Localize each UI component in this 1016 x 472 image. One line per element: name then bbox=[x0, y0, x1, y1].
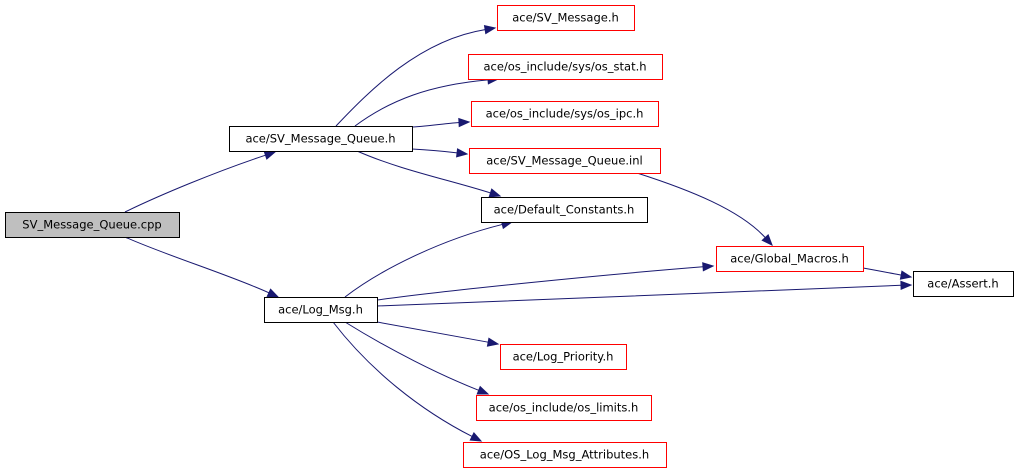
nodes-layer: SV_Message_Queue.cpp ace/SV_Message_Queue… bbox=[5, 5, 1014, 468]
edge-line bbox=[862, 267, 902, 276]
arrowhead-icon bbox=[469, 432, 483, 442]
edge-line bbox=[376, 284, 902, 307]
edge-line bbox=[344, 321, 479, 391]
node-box bbox=[463, 442, 667, 468]
arrowhead-icon bbox=[263, 150, 277, 160]
edge-line bbox=[124, 154, 266, 213]
node-log-msg[interactable]: ace/Log_Msg.h bbox=[264, 297, 378, 323]
node-label: ace/os_include/os_limits.h bbox=[489, 401, 639, 415]
node-box bbox=[476, 395, 652, 421]
edge-line bbox=[376, 266, 704, 301]
node-box bbox=[5, 212, 180, 238]
node-os-limits[interactable]: ace/os_include/os_limits.h bbox=[476, 395, 652, 421]
arrowhead-icon bbox=[456, 148, 469, 158]
edge-line bbox=[332, 321, 473, 437]
edge-log_msg-to-os_log_msg_attr bbox=[332, 321, 483, 442]
arrowhead-icon bbox=[900, 280, 913, 291]
arrowhead-icon bbox=[702, 262, 715, 272]
node-label: ace/SV_Message_Queue.inl bbox=[486, 154, 643, 168]
node-label: ace/os_include/sys/os_stat.h bbox=[483, 60, 646, 74]
arrowhead-icon bbox=[488, 188, 502, 198]
node-box bbox=[468, 54, 663, 80]
edge-line bbox=[356, 150, 491, 194]
edge-log_msg-to-os_limits bbox=[344, 321, 490, 395]
edge-svmq_inl-to-global_macros bbox=[636, 172, 773, 246]
node-box bbox=[471, 101, 659, 127]
node-label: SV_Message_Queue.cpp bbox=[22, 218, 161, 232]
node-assert[interactable]: ace/Assert.h bbox=[913, 271, 1014, 297]
edge-svmq_h-to-os_ipc bbox=[411, 117, 471, 128]
edge-log_msg-to-log_priority bbox=[376, 321, 500, 347]
node-os-ipc[interactable]: ace/os_include/sys/os_ipc.h bbox=[471, 101, 659, 127]
edge-line bbox=[636, 172, 766, 238]
node-box bbox=[264, 297, 378, 323]
node-label: ace/Global_Macros.h bbox=[730, 252, 849, 266]
node-box bbox=[913, 271, 1014, 297]
edge-svmq_h-to-sv_message bbox=[335, 24, 497, 127]
arrowhead-icon bbox=[476, 385, 490, 395]
node-root: SV_Message_Queue.cpp bbox=[5, 212, 180, 238]
node-label: ace/os_include/sys/os_ipc.h bbox=[486, 107, 644, 121]
arrowhead-icon bbox=[483, 24, 497, 35]
node-box bbox=[716, 246, 864, 272]
edge-log_msg-to-assert bbox=[376, 280, 913, 307]
node-sv-message[interactable]: ace/SV_Message.h bbox=[497, 5, 635, 31]
node-box bbox=[469, 148, 661, 174]
node-label: ace/Assert.h bbox=[927, 277, 998, 291]
node-label: ace/Default_Constants.h bbox=[494, 203, 635, 217]
node-os-log-msg-attr[interactable]: ace/OS_Log_Msg_Attributes.h bbox=[463, 442, 667, 468]
node-box bbox=[497, 5, 635, 31]
arrowhead-icon bbox=[486, 337, 500, 347]
edge-line bbox=[376, 321, 489, 343]
node-label: ace/SV_Message_Queue.h bbox=[245, 132, 395, 146]
node-label: ace/SV_Message.h bbox=[512, 11, 619, 25]
arrowhead-icon bbox=[899, 270, 913, 280]
edge-root-to-log_msg bbox=[124, 236, 280, 298]
edge-line bbox=[124, 236, 270, 294]
node-box bbox=[481, 197, 648, 223]
node-label: ace/Log_Priority.h bbox=[513, 350, 614, 364]
edge-line bbox=[411, 148, 458, 154]
edge-log_msg-to-default_constants bbox=[344, 219, 514, 298]
node-svmq-inl[interactable]: ace/SV_Message_Queue.inl bbox=[469, 148, 661, 174]
edge-global_macros-to-assert bbox=[862, 267, 913, 280]
edge-line bbox=[335, 29, 486, 127]
arrowhead-icon bbox=[266, 288, 280, 298]
node-svmq-h[interactable]: ace/SV_Message_Queue.h bbox=[229, 126, 413, 152]
node-label: ace/Log_Msg.h bbox=[278, 303, 363, 317]
node-global-macros[interactable]: ace/Global_Macros.h bbox=[716, 246, 864, 272]
node-os-stat[interactable]: ace/os_include/sys/os_stat.h bbox=[468, 54, 663, 80]
edge-svmq_h-to-svmq_inl bbox=[411, 148, 469, 158]
node-log-priority[interactable]: ace/Log_Priority.h bbox=[500, 344, 627, 370]
edge-line bbox=[344, 223, 503, 298]
edge-line bbox=[354, 79, 489, 127]
node-label: ace/OS_Log_Msg_Attributes.h bbox=[480, 448, 649, 462]
node-default-constants[interactable]: ace/Default_Constants.h bbox=[481, 197, 648, 223]
node-box bbox=[229, 126, 413, 152]
edge-svmq_h-to-default_constants bbox=[356, 150, 502, 198]
edge-log_msg-to-global_macros bbox=[376, 262, 715, 301]
arrowhead-icon bbox=[458, 117, 471, 128]
edges-layer bbox=[124, 24, 913, 442]
node-box bbox=[500, 344, 627, 370]
arrowhead-icon bbox=[761, 234, 773, 246]
edge-root-to-svmq_h bbox=[124, 150, 277, 213]
edge-line bbox=[411, 122, 460, 128]
